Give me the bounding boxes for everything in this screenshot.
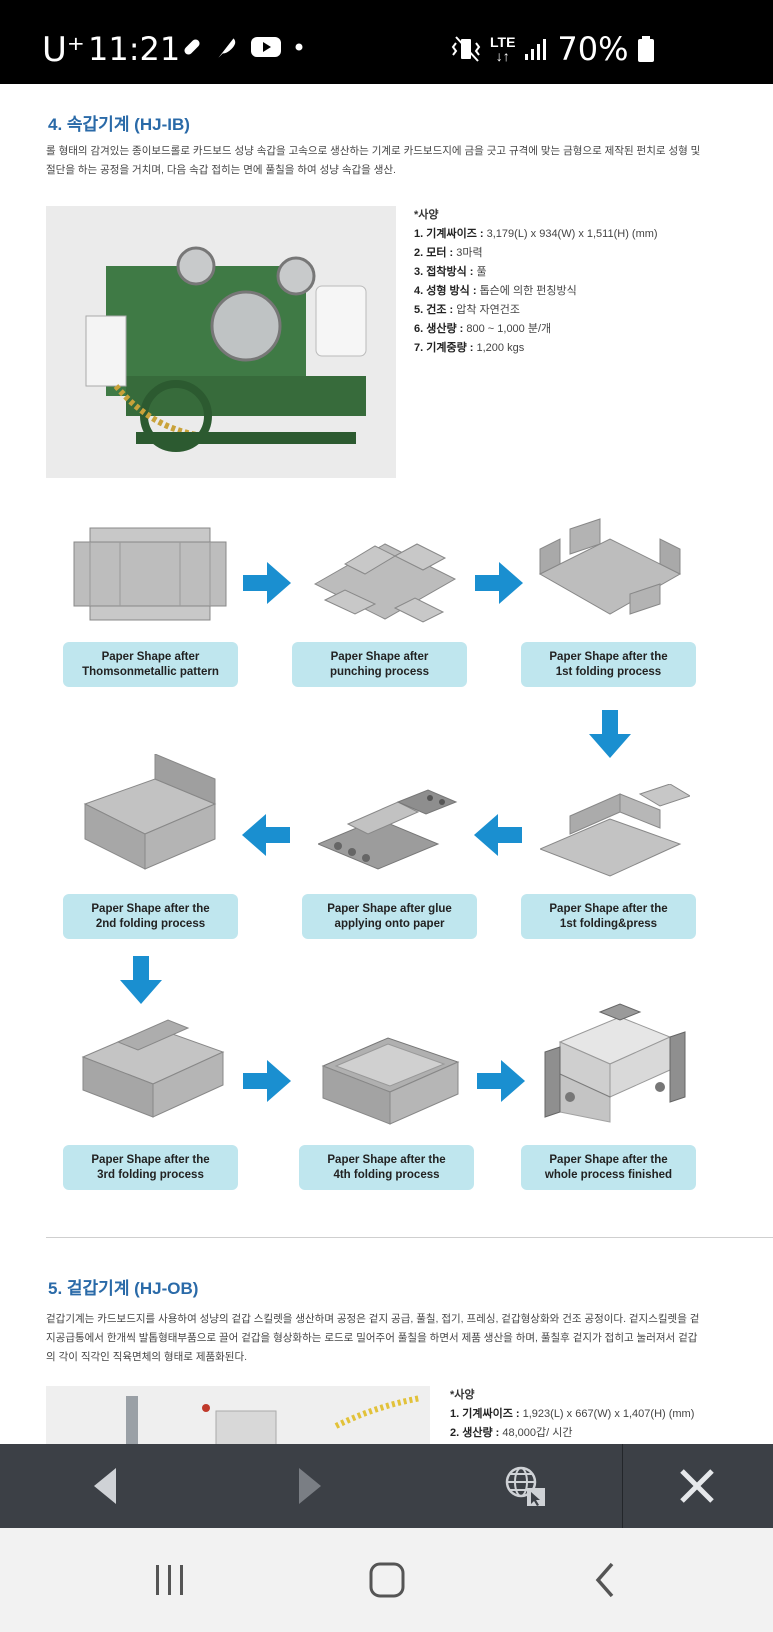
- status-time: 11:21: [88, 30, 181, 68]
- globe-cursor-icon: [505, 1466, 545, 1506]
- toolbar-separator: [622, 1444, 623, 1528]
- spec-item: 1. 기계싸이즈 : 3,179(L) x 934(W) x 1,511(H) …: [414, 228, 658, 240]
- shape-third-fold: [81, 1019, 225, 1118]
- battery-icon: [637, 36, 654, 62]
- spec-item: 4. 성형 방식 : 톱슨에 의한 펀칭방식: [414, 285, 577, 297]
- shape-finished: [544, 1003, 686, 1123]
- shape-glue-applied: [318, 789, 458, 870]
- shape-punched: [313, 543, 457, 623]
- arrow-left-icon: [242, 814, 290, 856]
- youtube-icon: [251, 37, 281, 57]
- section-divider: [46, 1237, 773, 1238]
- shape-fourth-fold: [321, 1037, 460, 1125]
- spec-header: *사양: [450, 1389, 475, 1401]
- nav-back-button[interactable]: [565, 1550, 645, 1610]
- section4-specs: *사양 1. 기계싸이즈 : 3,179(L) x 934(W) x 1,511…: [414, 206, 658, 358]
- spec-item: 5. 건조 : 압착 자연건조: [414, 304, 521, 316]
- battery-percent: 70%: [557, 30, 629, 68]
- section5-title: 5. 겉갑기계 (HJ-OB): [48, 1279, 199, 1298]
- triangle-right-icon: [299, 1468, 321, 1504]
- forward-button[interactable]: [265, 1444, 355, 1528]
- spec-item: 7. 기계중량 : 1,200 kgs: [414, 342, 525, 354]
- home-button[interactable]: [347, 1550, 427, 1610]
- back-button[interactable]: [60, 1444, 150, 1528]
- spec-item: 3. 접착방식 : 풀: [414, 266, 487, 278]
- system-nav-bar: [0, 1528, 773, 1632]
- more-dot-icon: [295, 43, 303, 51]
- spec-item: 1. 기계싸이즈 : 1,923(L) x 667(W) x 1,407(H) …: [450, 1408, 695, 1420]
- section5-desc-line3: 의 각이 직각인 직육면체의 형태로 제품화된다.: [46, 1351, 248, 1363]
- carrier-label: U⁺: [42, 30, 85, 70]
- translate-button[interactable]: [480, 1444, 570, 1528]
- machine-illustration: [46, 206, 396, 478]
- machine2-photo: [46, 1386, 430, 1444]
- arrow-down-icon: [120, 956, 162, 1004]
- notification-icons: [180, 34, 306, 60]
- section4-desc-line1: 롤 형태의 감겨있는 종이보드롤로 카드보드 성냥 속갑을 고속으로 생산하는 …: [46, 145, 701, 157]
- spec-item: 2. 생산량 : 48,000갑/ 시간: [450, 1427, 573, 1439]
- recent-apps-icon: [156, 1565, 183, 1595]
- arrow-left-icon: [474, 814, 522, 856]
- pill-icon: [184, 39, 200, 55]
- feather-icon: [218, 38, 236, 58]
- status-bar: U⁺ 11:21 LTE↓↑ 70%: [0, 0, 773, 84]
- machine2-illustration: [46, 1386, 430, 1444]
- section4-desc-line2: 절단을 하는 공정을 거치며, 다음 속갑 접히는 면에 풀칠을 하여 성냥 속…: [46, 164, 396, 176]
- home-icon: [369, 1562, 405, 1598]
- network-type: LTE↓↑: [490, 34, 516, 64]
- section5-specs: *사양 1. 기계싸이즈 : 1,923(L) x 667(W) x 1,407…: [450, 1386, 694, 1443]
- shape-thomson-pattern: [73, 527, 227, 621]
- signal-icon: [525, 39, 547, 60]
- close-button[interactable]: [652, 1444, 742, 1528]
- arrow-right-icon: [475, 562, 523, 604]
- system-icons: LTE↓↑ 70%: [450, 30, 655, 68]
- recent-apps-button[interactable]: [130, 1550, 210, 1610]
- browser-toolbar: [0, 1444, 773, 1528]
- section4-title: 4. 속갑기계 (HJ-IB): [48, 115, 190, 134]
- section5-desc-line1: 겉갑기계는 카드보드지를 사용하여 성냥의 겉갑 스킬렛을 생산하며 공정은 겉…: [46, 1313, 700, 1325]
- web-content[interactable]: 4. 속갑기계 (HJ-IB) 롤 형태의 감겨있는 종이보드롤로 카드보드 성…: [0, 84, 773, 1444]
- shape-first-fold: [538, 518, 682, 615]
- section5-desc-line2: 지공급통에서 한개씩 발톱형태부품으로 끌어 겉갑을 형상화하는 로드로 밀어주…: [46, 1332, 698, 1344]
- shape-second-fold: [83, 754, 217, 870]
- spec-header: *사양: [414, 209, 439, 221]
- spec-item: 6. 생산량 : 800 ~ 1,000 분/개: [414, 323, 552, 335]
- close-icon: [680, 1469, 714, 1503]
- spec-item: 2. 모터 : 3마력: [414, 247, 483, 259]
- arrow-down-icon: [589, 710, 631, 758]
- arrow-right-icon: [243, 1060, 291, 1102]
- arrow-right-icon: [477, 1060, 525, 1102]
- shape-first-fold-press: [540, 784, 690, 877]
- triangle-left-icon: [94, 1468, 116, 1504]
- chevron-left-icon: [595, 1562, 614, 1598]
- arrow-right-icon: [243, 562, 291, 604]
- vibrate-icon: [451, 36, 481, 62]
- machine-photo: [46, 206, 396, 478]
